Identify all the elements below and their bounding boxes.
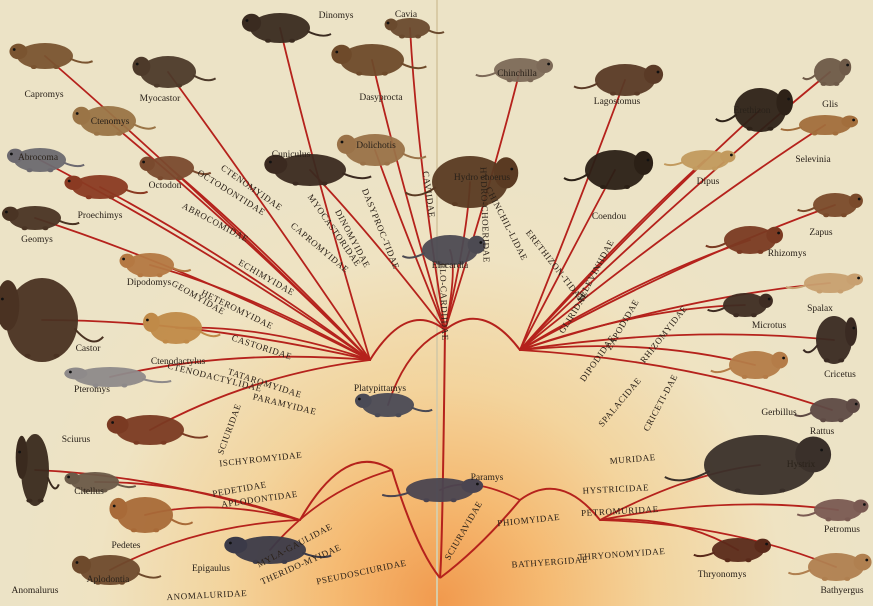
genus-label-dasyprocta: Dasyprocta [359,93,403,103]
genus-label-elocardia: Elocardia [432,261,469,271]
genus-label-platypittamys: Platypittamys [354,384,407,394]
genus-label-zapus: Zapus [809,228,833,238]
genus-label-castor: Castor [76,344,102,354]
genus-label-pteromys: Pteromys [74,385,110,395]
genus-label-dolichotis: Dolichotis [356,141,396,151]
genus-label-aplodontia: Aplodontia [87,575,131,585]
genus-label-proechimys: Proechimys [78,211,123,221]
genus-label-spalax: Spalax [807,304,833,314]
genus-label-glis: Glis [822,100,838,110]
genus-label-cavia: Cavia [395,10,418,20]
genus-label-abrocoma: Abrocoma [18,153,59,163]
genus-label-dipodomys: Dipodomys [127,278,172,288]
genus-label-dipus: Dipus [697,177,720,187]
genus-label-petromus: Petromus [824,525,860,535]
genus-label-hystrix: Hystrix [787,460,816,470]
genus-label-anomalurus: Anomalurus [12,586,59,596]
genus-label-paramys: Paramys [471,473,504,483]
genus-label-geomys: Geomys [21,235,53,245]
genus-label-lagostomus: Lagostomus [594,97,641,107]
genus-label-octodon: Octodon [149,181,182,191]
genus-label-ctenomys: Ctenomys [91,117,130,127]
genus-label-gerbillus: Gerbillus [761,408,797,418]
genus-label-rhizomys: Rhizomys [768,249,807,259]
genus-label-pedetes: Pedetes [111,541,140,551]
genus-label-thryonomys: Thryonomys [698,570,747,580]
genus-label-sciurus: Sciurus [62,435,91,445]
genus-label-dinomys: Dinomys [319,11,354,21]
genus-label-coendou: Coendou [592,212,627,222]
genus-label-bathyergus: Bathyergus [820,586,863,596]
genus-label-cricetus: Cricetus [824,370,856,380]
genus-label-citellus: Citellus [74,487,104,497]
genus-label-erethizon: Erethizon [734,106,771,116]
genus-label-myocastor: Myocastor [140,94,181,104]
genus-label-microtus: Microtus [752,321,787,331]
genus-label-capromys: Capromys [24,90,63,100]
genus-label-epigaulus: Epigaulus [192,564,230,574]
genus-label-chinchilla: Chinchilla [497,69,537,79]
genus-label-rattus: Rattus [810,427,835,437]
genus-label-selevinia: Selevinia [795,155,831,165]
genus-label-cuniculus: Cuniculus [272,150,311,160]
